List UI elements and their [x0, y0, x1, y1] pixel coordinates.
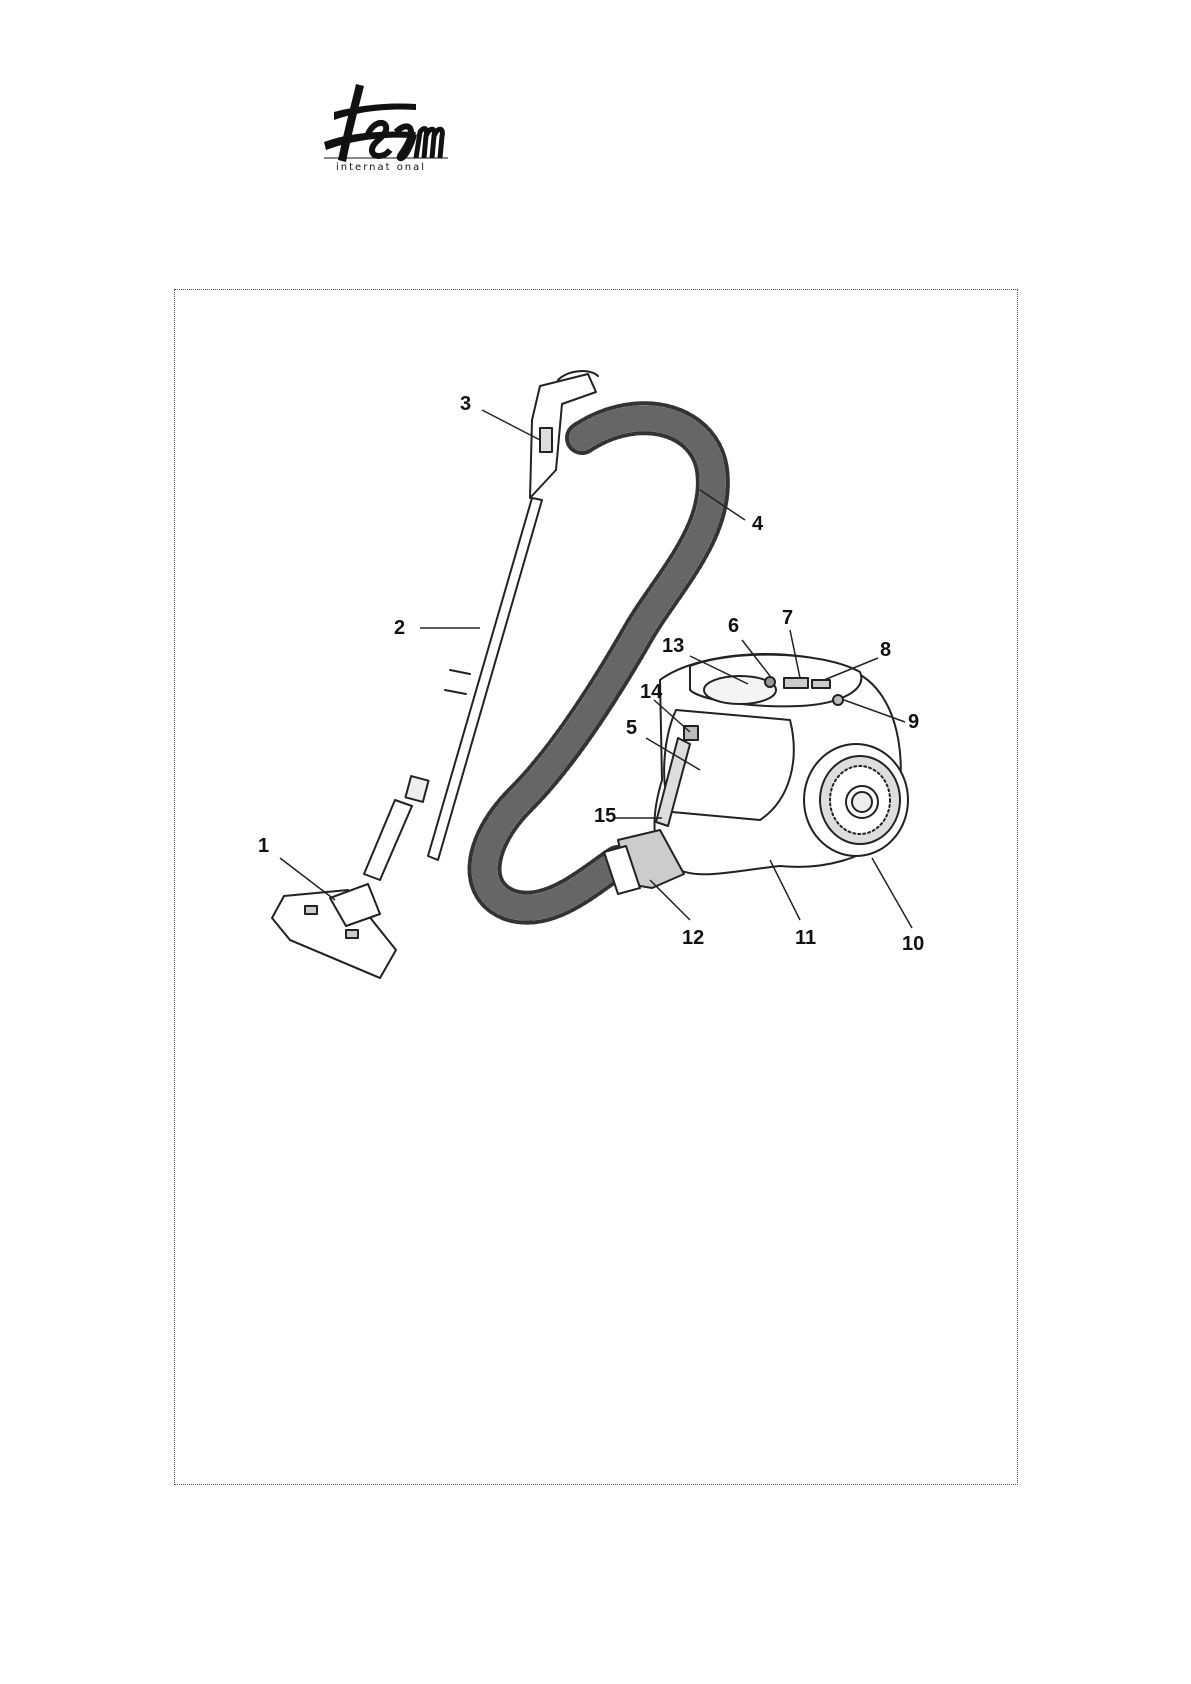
- callout-8: 8: [880, 639, 891, 661]
- callout-7: 7: [782, 607, 793, 629]
- callout-11: 11: [795, 927, 816, 949]
- callout-13: 13: [662, 635, 684, 657]
- callout-6: 6: [728, 615, 739, 637]
- callout-4: 4: [752, 513, 764, 535]
- callout-12: 12: [682, 927, 704, 949]
- suction-control: [540, 428, 552, 452]
- callout-15: 15: [594, 805, 616, 827]
- callout-10: 10: [902, 933, 924, 955]
- callout-5: 5: [626, 717, 637, 739]
- callout-3: 3: [460, 393, 471, 415]
- callout-14: 14: [640, 681, 663, 703]
- callout-2: 2: [394, 617, 405, 639]
- callout-9: 9: [908, 711, 919, 733]
- callout-1: 1: [258, 835, 269, 857]
